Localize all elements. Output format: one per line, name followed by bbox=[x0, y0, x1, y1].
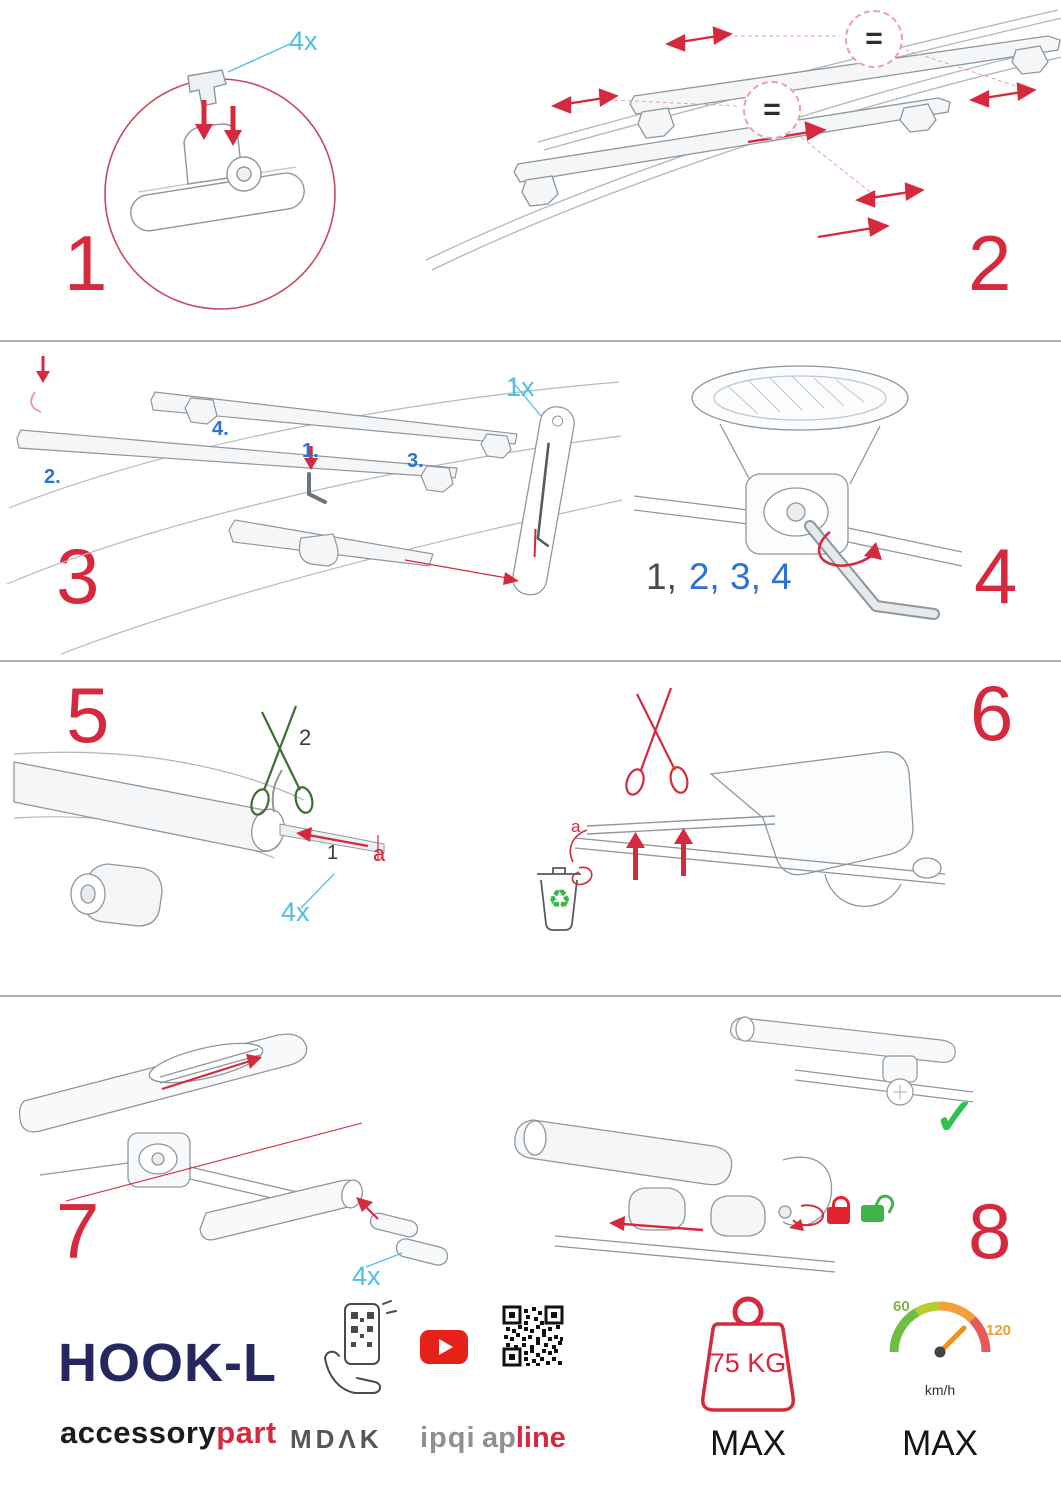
divider-3 bbox=[0, 995, 1061, 997]
scissors-icon bbox=[625, 687, 689, 796]
step-5-cut-label: 2 bbox=[299, 725, 312, 750]
youtube-icon bbox=[420, 1330, 468, 1364]
allen-key-mini bbox=[304, 446, 327, 504]
step-3-quantity-label: 1x bbox=[506, 372, 535, 402]
speedometer-icon bbox=[889, 1301, 991, 1358]
equals-sign: = bbox=[763, 93, 781, 126]
spacing-arrows bbox=[551, 26, 1037, 239]
step-4-number: 4 bbox=[974, 532, 1018, 620]
scissors-icon bbox=[250, 705, 314, 816]
step-6-illustration bbox=[537, 687, 946, 931]
step-5-insert-label: 1 bbox=[327, 842, 339, 864]
trash-bin-icon bbox=[537, 867, 581, 931]
slide-left-arrow bbox=[609, 1216, 704, 1232]
speed-high-label: 120 bbox=[986, 1322, 1012, 1339]
quantity-leader-line bbox=[227, 43, 291, 73]
cap-insert-arrow bbox=[356, 1197, 379, 1220]
step-1-quantity-label: 4x bbox=[289, 26, 318, 56]
step-4-illustration bbox=[633, 365, 963, 620]
step-3-illustration bbox=[6, 356, 623, 655]
speedometer-needle bbox=[937, 1325, 967, 1355]
step-1-illustration bbox=[104, 43, 336, 310]
bracket-part bbox=[187, 69, 227, 107]
product-name: HOOK-L bbox=[58, 1333, 277, 1393]
equals-sign: = bbox=[865, 22, 883, 55]
brand-left: accessory bbox=[60, 1415, 217, 1450]
padlock-body bbox=[827, 1207, 850, 1224]
step-1-number: 1 bbox=[64, 219, 108, 307]
max-load-weight-icon bbox=[700, 1296, 796, 1412]
brand-right: part bbox=[216, 1415, 277, 1450]
step-7-illustration bbox=[18, 1033, 449, 1268]
step-5-number: 5 bbox=[66, 671, 110, 759]
strip-insert-arrow bbox=[161, 1054, 262, 1091]
max-load-value: 75 KG bbox=[709, 1348, 787, 1378]
push-up-arrows bbox=[626, 828, 693, 880]
divider-1 bbox=[0, 340, 1061, 342]
brand-wordmark: accessorypart bbox=[60, 1415, 277, 1451]
insert-direction-arrow bbox=[296, 827, 379, 860]
allen-key bbox=[804, 520, 940, 620]
tool-bag bbox=[512, 406, 575, 596]
quantity-leader-line bbox=[510, 379, 542, 417]
tighten-rotation-arrow bbox=[817, 530, 882, 567]
max-speed-label: MAX bbox=[902, 1424, 978, 1463]
quantity-leader-line bbox=[300, 873, 335, 909]
equal-spacing-badge-1: = bbox=[845, 10, 903, 68]
step-5-illustration bbox=[13, 705, 385, 927]
padlock-shackle bbox=[832, 1196, 850, 1212]
sequence-rest: 2, 3, 4 bbox=[688, 556, 792, 597]
logo-ipqi: ipqi bbox=[420, 1422, 476, 1454]
check-icon: ✓ bbox=[934, 1089, 976, 1145]
sequence-first: 1, bbox=[646, 556, 677, 597]
qr-code bbox=[502, 1305, 564, 1367]
divider-2 bbox=[0, 660, 1061, 662]
logo-mdak: MDΛK bbox=[290, 1424, 383, 1454]
quantity-leader-line bbox=[365, 1252, 403, 1268]
lock-rotation-arrow bbox=[789, 1204, 825, 1231]
step-2-number: 2 bbox=[968, 219, 1012, 307]
trim-strip bbox=[586, 815, 776, 835]
open-padlock-icon bbox=[861, 1191, 898, 1226]
step-8-illustration bbox=[514, 1016, 974, 1273]
recycle-icon: ♻ bbox=[548, 884, 572, 914]
orientation-hint-arrow bbox=[30, 356, 50, 413]
closed-padlock-icon bbox=[827, 1196, 853, 1228]
insert-arrows bbox=[195, 100, 242, 146]
step-8-number: 8 bbox=[968, 1187, 1012, 1275]
equal-spacing-badge-2: = bbox=[743, 81, 801, 139]
padlock-body bbox=[861, 1205, 884, 1222]
speed-low-label: 60 bbox=[893, 1298, 910, 1315]
step-3-order-label-2: 2. bbox=[44, 466, 61, 488]
step-3-order-label-1: 1. bbox=[302, 440, 319, 462]
step-2-illustration bbox=[425, 9, 1061, 271]
step-7-number: 7 bbox=[56, 1187, 100, 1275]
speed-unit-label: km/h bbox=[924, 1382, 956, 1398]
step-7-quantity-label: 4x bbox=[352, 1261, 381, 1291]
measure-leader-lines bbox=[613, 35, 1023, 193]
step-6-dimension-label: a bbox=[571, 817, 581, 836]
step-5-dimension-label: a bbox=[373, 841, 386, 866]
sight-line bbox=[65, 1122, 363, 1202]
step-6-number: 6 bbox=[970, 669, 1014, 757]
step-3-number: 3 bbox=[56, 532, 100, 620]
logo-apline-right: line bbox=[515, 1422, 566, 1454]
step-3-order-label-3: 3. bbox=[407, 450, 424, 472]
end-cap-part bbox=[369, 1212, 419, 1238]
logo-apline: apline bbox=[482, 1422, 566, 1455]
step-3-order-label-4: 4. bbox=[212, 418, 229, 440]
end-cap-part bbox=[395, 1238, 449, 1266]
step-5-quantity-label: 4x bbox=[281, 897, 310, 927]
logo-apline-left: ap bbox=[482, 1422, 516, 1454]
phone-qr-icon bbox=[324, 1300, 397, 1394]
discard-curl bbox=[571, 866, 593, 886]
step-4-tighten-sequence: 1, 2, 3, 4 bbox=[646, 556, 792, 598]
max-load-label: MAX bbox=[710, 1424, 786, 1463]
